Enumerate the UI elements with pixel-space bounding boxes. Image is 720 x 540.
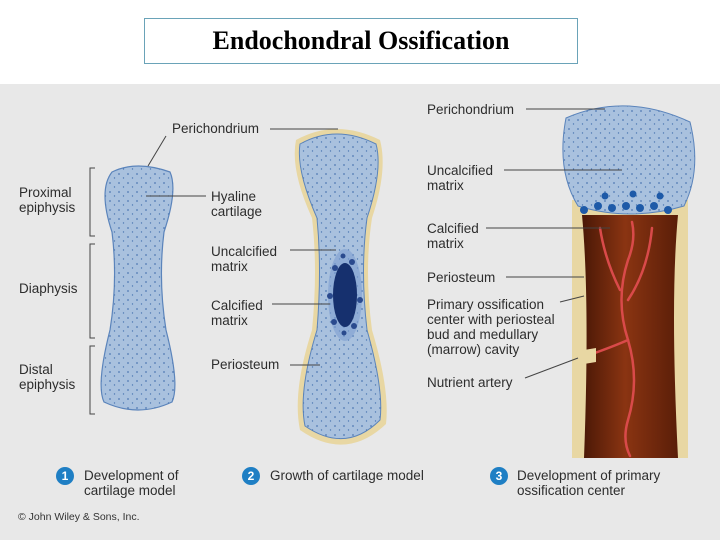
label-proximal-epiphysis: Proximal epiphysis: [19, 185, 76, 215]
stage-3-badge: 3: [490, 467, 508, 485]
stage-3-caption: Development of primary ossification cent…: [517, 468, 661, 498]
ossifying-bone: [562, 105, 696, 458]
leader-lines: [146, 108, 622, 379]
label-uncalcified-matrix-3: Uncalcified matrix: [427, 163, 494, 193]
growing-cartilage-bone: [294, 129, 387, 445]
title-box: Endochondral Ossification: [144, 18, 578, 64]
label-calcified-matrix-3: Calcified matrix: [427, 221, 479, 251]
label-distal-epiphysis: Distal epiphysis: [19, 362, 76, 392]
region-brackets: [89, 167, 95, 415]
stage-1-badge: 1: [56, 467, 74, 485]
label-perichondrium-3: Perichondrium: [427, 102, 515, 117]
label-perichondrium-1: Perichondrium: [172, 121, 260, 136]
stage-1-caption: Development of cartilage model: [84, 468, 179, 498]
label-nutrient-artery: Nutrient artery: [427, 375, 513, 390]
label-periosteum-3: Periosteum: [427, 270, 496, 285]
label-periosteum-2: Periosteum: [211, 357, 280, 372]
stage-2-badge: 2: [242, 467, 260, 485]
copyright: © John Wiley & Sons, Inc.: [18, 511, 140, 523]
label-uncalcified-matrix-2: Uncalcified matrix: [211, 244, 278, 274]
label-primary-ossification: Primary ossification center with periost…: [427, 297, 555, 357]
cartilage-model-bone: [100, 165, 176, 411]
page-title: Endochondral Ossification: [212, 26, 510, 55]
label-calcified-matrix-2: Calcified matrix: [211, 298, 263, 328]
stage-2-caption: Growth of cartilage model: [270, 468, 424, 483]
label-hyaline-cartilage: Hyaline cartilage: [211, 189, 263, 219]
label-diaphysis: Diaphysis: [19, 281, 78, 296]
